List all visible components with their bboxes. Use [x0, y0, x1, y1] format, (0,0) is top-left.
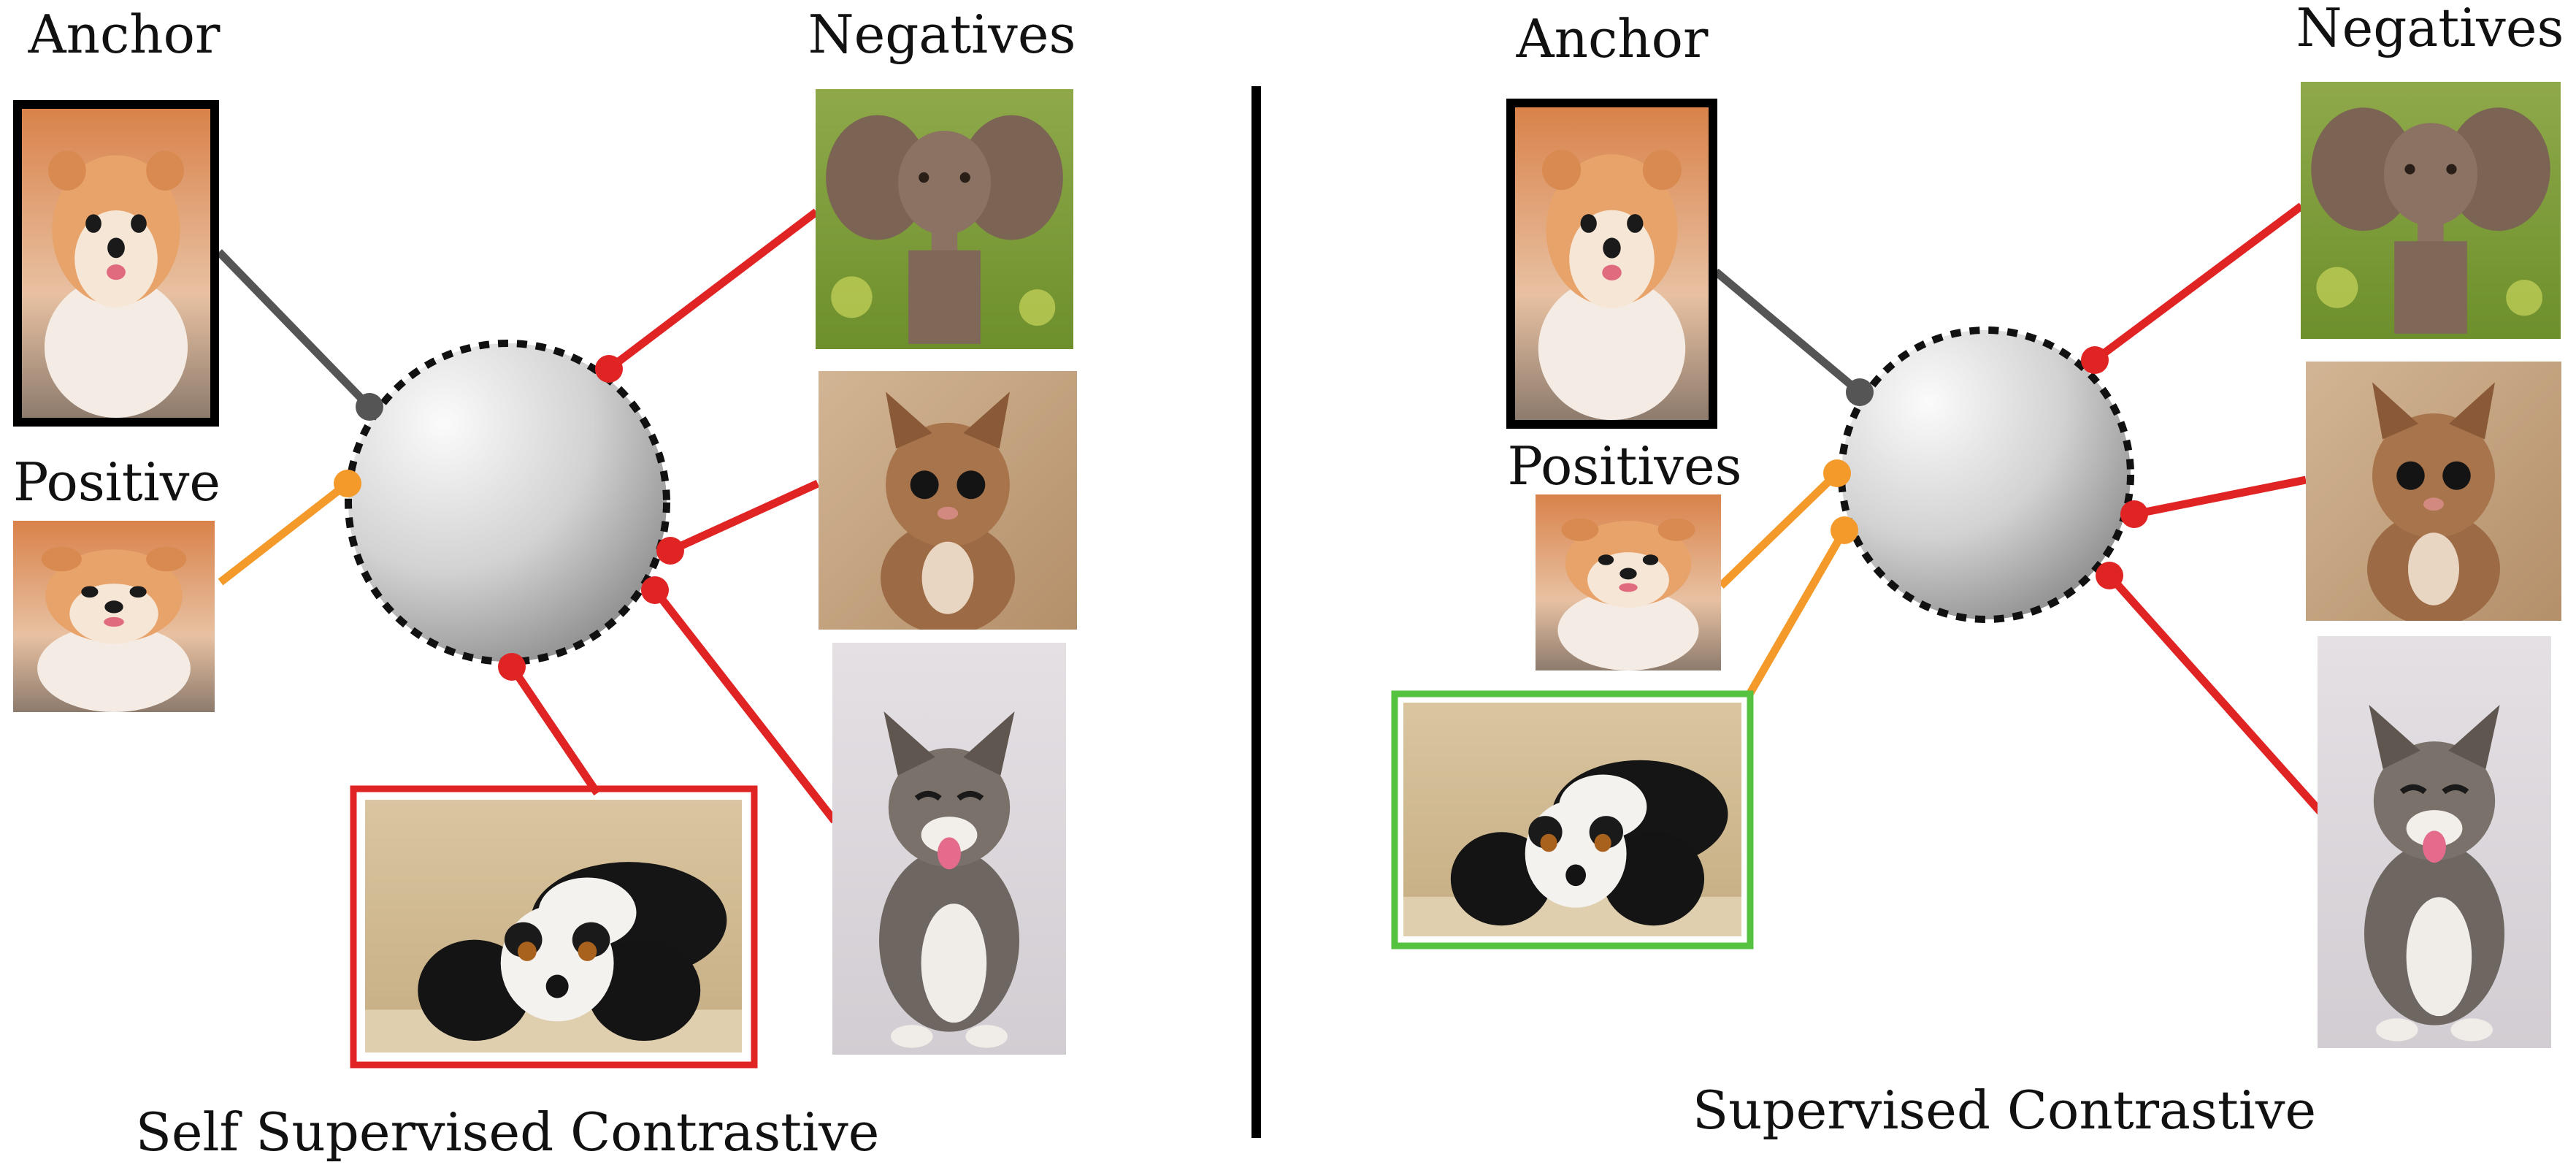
- left-anchor-dot: [356, 393, 383, 421]
- panel-divider: [1251, 86, 1261, 1138]
- right-panel: Anchor Negatives Positives Supervised Co…: [1391, 0, 2564, 1141]
- left-negative-image-tabby-kitten: [832, 643, 1066, 1055]
- left-negatives-label: Negatives: [808, 4, 1076, 65]
- left-negative-dot-3: [641, 576, 669, 604]
- right-true-positive-image-spaniel: [1391, 690, 1754, 950]
- spaniel-icon: [1403, 703, 1741, 936]
- right-negative-image-elephant: [2301, 82, 2561, 339]
- left-negative-dot-1: [595, 355, 623, 383]
- left-negative-dot-4: [498, 653, 526, 681]
- false-negative-frame: [350, 785, 758, 1069]
- left-negative-image-elephant: [816, 89, 1073, 349]
- left-panel: Anchor Negatives Positive Self Supervise…: [13, 4, 1077, 1163]
- pomeranian-icon: [1536, 494, 1721, 670]
- right-positive-image-pomeranian: [1536, 494, 1721, 670]
- right-anchor-image: [1506, 99, 1717, 429]
- right-negative-image-tabby-kitten: [2318, 636, 2551, 1048]
- left-positive-link: [218, 480, 350, 586]
- right-negative-image-brown-kitten: [2306, 362, 2561, 626]
- left-negative-link-tabby-kitten: [651, 587, 838, 824]
- kitten-icon: [2318, 636, 2551, 1048]
- elephant-icon: [816, 89, 1073, 349]
- right-negative-link-tabby-kitten: [2106, 573, 2326, 817]
- right-positive-dot-1: [1823, 459, 1851, 487]
- pomeranian-icon: [22, 109, 210, 418]
- left-anchor-label: Anchor: [28, 4, 221, 65]
- right-negative-link-elephant: [2092, 202, 2304, 364]
- left-negative-image-brown-kitten: [819, 371, 1077, 635]
- left-anchor-image: [13, 100, 219, 427]
- right-negative-dot-2: [2120, 500, 2148, 528]
- right-negative-link-brown-kitten: [2133, 475, 2307, 519]
- left-positive-label: Positive: [13, 451, 221, 513]
- kitten-icon: [832, 643, 1066, 1055]
- left-negative-link-brown-kitten: [668, 479, 820, 555]
- right-anchor-dot: [1846, 378, 1874, 406]
- right-positive-link-spaniel: [1744, 528, 1848, 699]
- left-caption: Self Supervised Contrastive: [136, 1101, 880, 1163]
- true-positive-frame: [1391, 690, 1754, 950]
- right-anchor-label: Anchor: [1516, 8, 1709, 69]
- left-negative-link-spaniel: [508, 664, 601, 796]
- right-negative-dot-3: [2096, 562, 2123, 589]
- right-positives-label: Positives: [1507, 435, 1741, 497]
- left-anchor-link: [216, 249, 372, 410]
- left-positive-image: [13, 521, 215, 712]
- elephant-icon: [2301, 82, 2561, 339]
- right-positive-link-pomeranian: [1718, 470, 1840, 589]
- kitten-icon: [2306, 362, 2561, 626]
- right-caption: Supervised Contrastive: [1693, 1080, 2316, 1141]
- right-positive-dot-2: [1831, 516, 1858, 544]
- right-anchor-link: [1713, 268, 1863, 396]
- kitten-icon: [819, 371, 1077, 635]
- pomeranian-icon: [13, 521, 215, 712]
- left-negative-dot-2: [656, 537, 684, 565]
- right-embedding-sphere-icon: [1838, 326, 2134, 623]
- left-embedding-sphere-icon: [345, 340, 670, 665]
- right-negative-dot-1: [2081, 346, 2109, 374]
- right-negatives-label: Negatives: [2296, 0, 2564, 58]
- left-positive-dot: [334, 470, 361, 497]
- pomeranian-icon: [1515, 107, 1709, 420]
- spaniel-icon: [365, 800, 742, 1052]
- left-false-negative-image-spaniel: [350, 785, 758, 1069]
- left-negative-link-elephant: [606, 208, 819, 372]
